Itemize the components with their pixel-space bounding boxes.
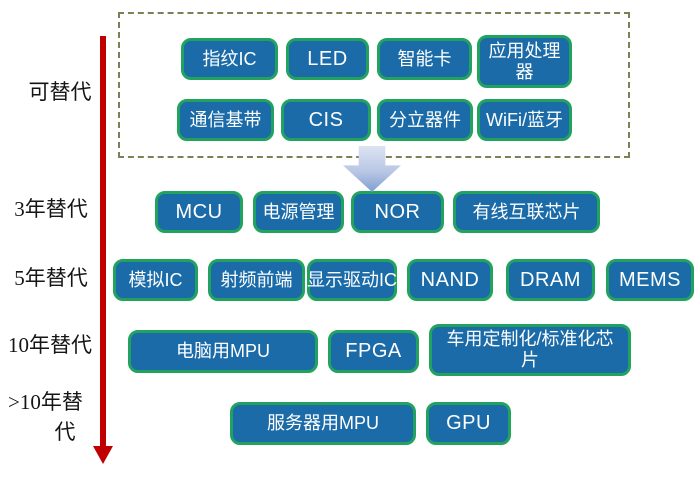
chip-box-comm-baseband: 通信基带 bbox=[177, 99, 274, 141]
chip-box-pc-mpu: 电脑用MPU bbox=[128, 330, 318, 373]
chip-box-led: LED bbox=[286, 38, 369, 80]
chip-box-mcu: MCU bbox=[155, 191, 243, 233]
chip-box-gpu: GPU bbox=[426, 402, 511, 445]
timeline-label-over-10yr: >10年替 代 bbox=[8, 386, 100, 446]
chip-box-application-processor: 应用处理器 bbox=[477, 35, 572, 88]
chip-box-smart-card: 智能卡 bbox=[377, 38, 472, 80]
timeline-label-5yr: 5年替代 bbox=[14, 266, 88, 290]
timeline-arrowhead-icon bbox=[93, 446, 113, 464]
chip-box-rf-frontend: 射频前端 bbox=[208, 259, 305, 301]
chip-box-fpga: FPGA bbox=[328, 330, 419, 373]
timeline-label-10yr: 10年替代 bbox=[8, 333, 92, 357]
timeline-label-replaceable: 可替代 bbox=[28, 80, 92, 104]
timeline-arrow-line bbox=[100, 36, 106, 446]
timeline-label-3yr: 3年替代 bbox=[14, 197, 88, 221]
chip-box-analog-ic: 模拟IC bbox=[113, 259, 198, 301]
chip-box-display-driver-ic: 显示驱动IC bbox=[307, 259, 397, 301]
chip-box-fingerprint-ic: 指纹IC bbox=[181, 38, 278, 80]
chip-box-nor: NOR bbox=[351, 191, 444, 233]
chip-box-nand: NAND bbox=[407, 259, 493, 301]
chip-box-cis: CIS bbox=[281, 99, 371, 141]
timeline-label-over-10yr-line2: 代 bbox=[54, 420, 76, 444]
timeline-label-over-10yr-line1: >10年替 bbox=[8, 390, 83, 414]
chip-box-dram: DRAM bbox=[506, 259, 595, 301]
chip-box-automotive-chip: 车用定制化/标准化芯片 bbox=[429, 324, 631, 376]
chip-box-server-mpu: 服务器用MPU bbox=[230, 402, 416, 445]
chip-box-power-management: 电源管理 bbox=[253, 191, 344, 233]
chip-box-mems: MEMS bbox=[606, 259, 694, 301]
chip-box-wired-interconnect: 有线互联芯片 bbox=[453, 191, 600, 233]
chip-box-discrete-devices: 分立器件 bbox=[377, 99, 473, 141]
chip-box-wifi-bluetooth: WiFi/蓝牙 bbox=[477, 99, 572, 141]
